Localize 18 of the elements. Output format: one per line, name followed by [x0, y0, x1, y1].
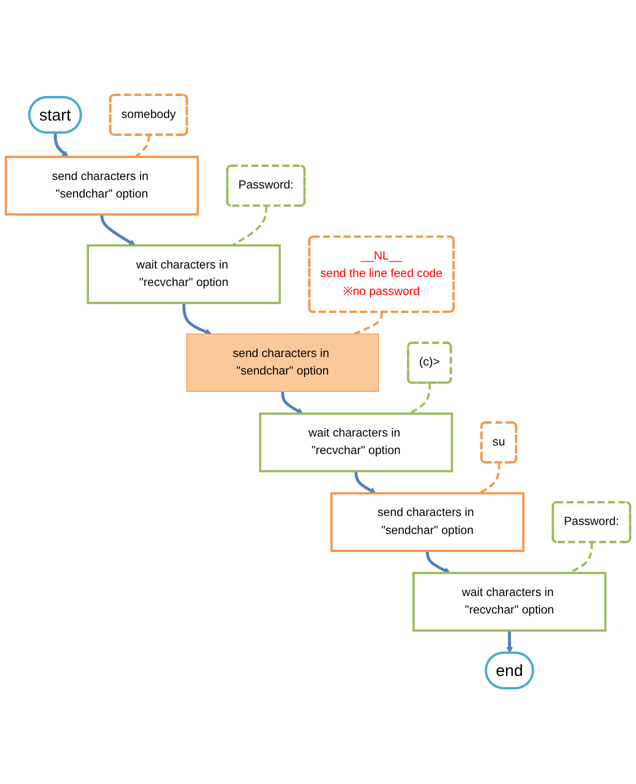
- connector: [134, 136, 150, 158]
- node-box: wait characters in "recvchar" option: [86, 244, 281, 305]
- arrow: [54, 133, 68, 158]
- arrow: [354, 472, 376, 494]
- node-box: send characters in "sendchar" option: [330, 492, 524, 552]
- node-box: wait characters in "recvchar" option: [412, 572, 606, 632]
- arrow: [506, 631, 513, 654]
- node-box: send characters in "sendchar" option: [4, 156, 199, 216]
- arrow: [182, 303, 212, 336]
- node-box: wait characters in "recvchar" option: [259, 413, 454, 473]
- arrow: [426, 551, 450, 574]
- connector: [478, 463, 500, 495]
- connector: [354, 312, 383, 336]
- arrow: [100, 214, 136, 246]
- connector: [408, 383, 431, 416]
- arrow: [281, 392, 304, 414]
- node-box: send characters in "sendchar" option: [186, 334, 379, 392]
- connector: [232, 206, 268, 247]
